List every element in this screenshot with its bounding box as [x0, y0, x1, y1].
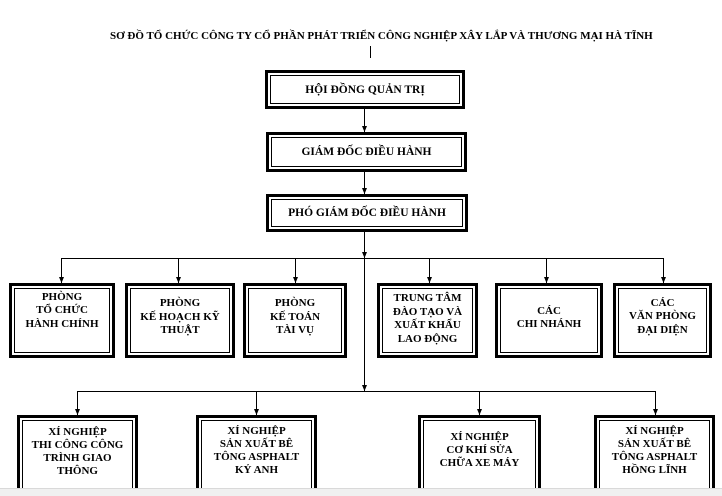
executive-director-box: GIÁM ĐỐC ĐIỀU HÀNH [266, 132, 467, 172]
node-label-line: SẢN XUẤT BÊ [219, 438, 294, 450]
document-title: SƠ ĐỒ TỔ CHỨC CÔNG TY CỔ PHẦN PHÁT TRIỂN… [110, 30, 653, 42]
node-label-line: PHÒNG [41, 290, 83, 303]
node-label: PHÒNG KẾ HOẠCH KỸ THUẬT [128, 297, 232, 338]
arrowhead-down [293, 277, 298, 283]
node-label-line: XUẤT KHẨU [394, 319, 461, 331]
node-label: XÍ NGHIỆP SẢN XUẤT BÊ TÔNG ASPHALT KỶ AN… [199, 425, 314, 477]
node-label-line: PHÒNG [274, 297, 316, 309]
enterprise-motorbike-repair-box: XÍ NGHIỆP CƠ KHÍ SỬA CHỮA XE MÁY [418, 415, 541, 488]
node-label-line: ĐÀO TẠO VÀ [392, 305, 463, 318]
node-label-line: CÁC [650, 296, 675, 309]
node-label-line: TRÌNH GIAO [43, 451, 112, 464]
arrowhead-down [427, 277, 432, 283]
department-planning-technical-box: PHÒNG KẾ HOẠCH KỸ THUẬT [125, 283, 235, 358]
node-label-line: TÔNG ASPHALT [611, 451, 698, 463]
text-cursor [370, 46, 371, 58]
node-label-line: CƠ KHÍ SỬA [446, 443, 513, 456]
branches-box: CÁC CHI NHÁNH [495, 283, 603, 358]
enterprise-asphalt-hong-linh-box: XÍ NGHIỆP SẢN XUẤT BÊ TÔNG ASPHALT HỒNG … [594, 415, 715, 488]
node-label: XÍ NGHIỆP CƠ KHÍ SỬA CHỮA XE MÁY [421, 431, 538, 470]
arrowhead-down [362, 252, 367, 258]
arrowhead-down [477, 409, 482, 415]
node-label: XÍ NGHIỆP THI CÔNG CÔNG TRÌNH GIAO THÔNG [20, 426, 135, 478]
arrowhead-down [254, 409, 259, 415]
node-label-line: LAO ĐỘNG [397, 332, 458, 345]
node-label-line: XÍ NGHIỆP [227, 425, 286, 437]
arrowhead-down [362, 385, 367, 391]
node-label: HỘI ĐỒNG QUẢN TRỊ [305, 83, 425, 96]
node-label-line: HÀNH CHÍNH [25, 317, 99, 330]
node-label-line: TRUNG TÂM [393, 292, 462, 304]
node-label-line: VĂN PHÒNG [629, 310, 696, 322]
department-accounting-finance-box: PHÒNG KẾ TOÁN TÀI VỤ [243, 283, 347, 358]
node-label-line: HỒNG LĨNH [622, 464, 687, 476]
node-label-line: CHI NHÁNH [516, 318, 582, 330]
node-label-line: PHÒNG [159, 297, 201, 309]
node-label-line: ĐẠI DIỆN [637, 323, 688, 336]
node-label-line: XÍ NGHIỆP [48, 425, 107, 438]
node-label-line: KẾ TOÁN [269, 310, 321, 323]
node-label-line: TỔ CHỨC [36, 304, 88, 316]
enterprise-asphalt-ky-anh-box: XÍ NGHIỆP SẢN XUẤT BÊ TÔNG ASPHALT KỶ AN… [196, 415, 317, 488]
node-label: TRUNG TÂM ĐÀO TẠO VÀ XUẤT KHẨU LAO ĐỘNG [380, 292, 475, 346]
node-label-line: KẾ HOẠCH KỸ [140, 310, 220, 323]
board-of-directors-box: HỘI ĐỒNG QUẢN TRỊ [265, 70, 465, 109]
node-label: CÁC CHI NHÁNH [498, 305, 600, 332]
node-label: PHÒNG TỔ CHỨC HÀNH CHÍNH [12, 291, 112, 332]
node-label: CÁC VĂN PHÒNG ĐẠI DIỆN [616, 297, 709, 338]
arrowhead-down [544, 277, 549, 283]
training-labor-export-center-box: TRUNG TÂM ĐÀO TẠO VÀ XUẤT KHẨU LAO ĐỘNG [377, 283, 478, 358]
node-label-line: TÔNG ASPHALT [213, 451, 300, 463]
department-administration-box: PHÒNG TỔ CHỨC HÀNH CHÍNH [9, 283, 115, 358]
representative-offices-box: CÁC VĂN PHÒNG ĐẠI DIỆN [613, 283, 712, 358]
node-label: XÍ NGHIỆP SẢN XUẤT BÊ TÔNG ASPHALT HỒNG … [597, 425, 712, 477]
node-label-line: CHỮA XE MÁY [439, 456, 520, 469]
node-label-line: THI CÔNG CÔNG [31, 438, 124, 451]
node-label: PHÒNG KẾ TOÁN TÀI VỤ [246, 297, 344, 338]
deputy-executive-director-box: PHÓ GIÁM ĐỐC ĐIỀU HÀNH [266, 194, 468, 232]
arrowhead-down [661, 277, 666, 283]
node-label: GIÁM ĐỐC ĐIỀU HÀNH [301, 146, 432, 158]
arrowhead-down [653, 409, 658, 415]
arrowhead-down [75, 409, 80, 415]
node-label: PHÓ GIÁM ĐỐC ĐIỀU HÀNH [288, 207, 446, 219]
arrowhead-down [362, 188, 367, 194]
node-label-line: KỶ ANH [234, 464, 279, 476]
status-bar-strip [0, 488, 722, 496]
node-label-line: SẢN XUẤT BÊ [617, 438, 692, 450]
arrowhead-down [59, 277, 64, 283]
node-label-line: XÍ NGHIỆP [450, 430, 509, 443]
node-label-line: XÍ NGHIỆP [625, 425, 684, 437]
node-label-line: THUẬT [160, 324, 200, 336]
arrowhead-down [362, 126, 367, 132]
arrowheads [59, 126, 666, 415]
enterprise-traffic-construction-box: XÍ NGHIỆP THI CÔNG CÔNG TRÌNH GIAO THÔNG [17, 415, 138, 488]
node-label-line: TÀI VỤ [275, 324, 314, 336]
node-label-line: THÔNG [57, 464, 98, 477]
arrowhead-down [176, 277, 181, 283]
node-label-line: CÁC [537, 304, 561, 317]
